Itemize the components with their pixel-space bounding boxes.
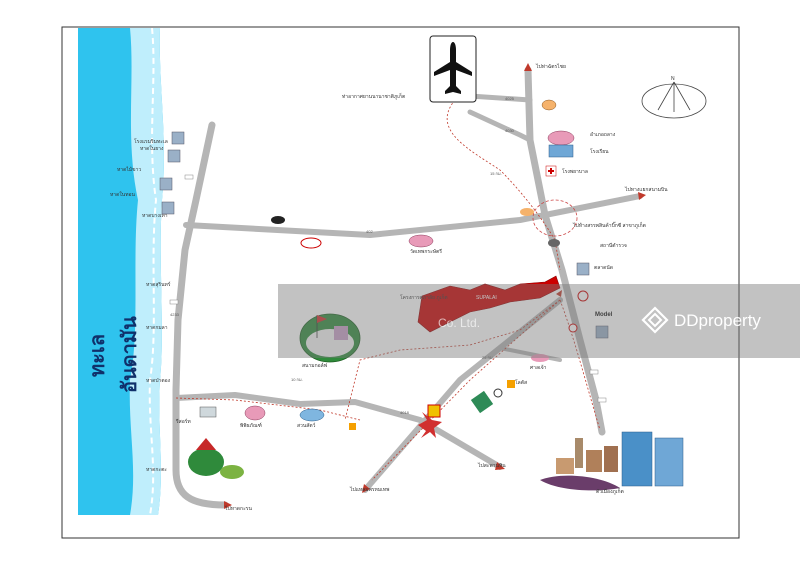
label-beach-5: หาดสุรินทร์ (146, 282, 171, 288)
label-resort-left: รีสอร์ท (176, 419, 191, 425)
coast-buildings (159, 131, 609, 339)
label-right-arrow: ไปทางแยกสนามบิน (625, 187, 668, 193)
road-number: 4018 (400, 410, 409, 415)
label-zoo: สวนสัตว์ (297, 423, 316, 429)
label-top-right: ไปท่าฉัตรไชย (536, 64, 566, 70)
project-map-label: SUPALAI (476, 295, 497, 301)
label-bottom-left-route: ไปหาดกะรน (225, 506, 252, 512)
watermark-faint-text: Co. Ltd. (438, 316, 481, 330)
label-beach-3: หาดในทอน (110, 192, 135, 198)
logo-icon (493, 388, 503, 398)
label-beach-6: หาดกมลา (146, 325, 168, 331)
road-number: 4030 (505, 128, 514, 133)
label-hotel-1: โรงแรมริมทะเล (134, 139, 168, 145)
arrow-south-west (224, 501, 232, 509)
building-icon (161, 201, 175, 215)
compass-icon (641, 81, 707, 119)
roads (172, 66, 643, 509)
label-police: สถานีตำรวจ (600, 243, 627, 249)
sign-icon (507, 380, 515, 388)
shrine-icon (531, 354, 549, 362)
building-icon (595, 325, 609, 339)
label-project: โครงการศุภาลัย ภูเก็ต (400, 295, 448, 301)
logo-icon (568, 323, 578, 333)
sign-icon (349, 423, 356, 430)
label-hospital: โรงพยาบาล (562, 169, 588, 175)
station-icon (520, 208, 534, 216)
label-beach-8: หาดกะตะ (146, 467, 167, 473)
museum-icon (244, 405, 266, 421)
building-icon (576, 262, 590, 276)
place-icons (188, 99, 589, 479)
logo-icon (577, 290, 589, 302)
surf-line (148, 27, 158, 516)
label-district: อำเภอถลาง (590, 132, 616, 138)
shoreline (129, 28, 164, 515)
road-number: 402 (366, 229, 373, 234)
arrow-east (638, 192, 646, 200)
watermark-brand: DDproperty (674, 311, 761, 330)
arrow-south-east (495, 462, 505, 470)
label-lotus: โลตัส (515, 380, 528, 386)
resort-garden-icon (188, 438, 244, 479)
label-shrine: ศาลเจ้า (530, 365, 547, 371)
dashed-routes (175, 99, 601, 481)
label-temple: วัดเทพกระษัตรี (410, 249, 442, 255)
label-museum: พิพิธภัณฑ์ (240, 423, 262, 429)
store-icon (427, 404, 441, 418)
zoo-icon (299, 408, 325, 422)
airport-icon (429, 35, 477, 103)
label-phuket-town: ตัวเมืองภูเก็ต (596, 489, 624, 495)
road-diagonal (362, 297, 563, 493)
ddproperty-logo-icon (641, 306, 669, 334)
resort-icon (199, 406, 217, 418)
road-shields (169, 174, 607, 403)
flower-icon (418, 412, 442, 438)
label-beach-1: หาดในยาง (140, 146, 164, 152)
label-model: Model (595, 312, 613, 318)
road-number: 4233 (170, 312, 179, 317)
label-beach-2: หาดไม้ขาว (117, 167, 142, 173)
market-icon (300, 237, 322, 249)
label-golf: สนามกอล์ฟ (302, 363, 328, 369)
compass-label: N (671, 76, 675, 82)
government-icon (548, 144, 574, 158)
temple-icon (408, 234, 434, 248)
route-arrows (224, 63, 646, 509)
building-icon (167, 149, 181, 163)
label-market: ตลาดนัด (594, 265, 614, 271)
label-airport: ท่าอากาศยานนานาชาติภูเก็ต (342, 94, 406, 100)
road-number: 4025 (505, 96, 514, 101)
police-icon (541, 99, 557, 111)
logo-icon (271, 216, 285, 224)
label-beach-7: หาดป่าตอง (146, 378, 171, 384)
shop-icon (470, 390, 494, 414)
road-east-branch (498, 346, 562, 362)
school-icon (547, 130, 575, 146)
distance-label: 25 กม. (482, 355, 494, 360)
watermark-band (278, 284, 800, 358)
distance-label: 10 กม. (291, 377, 303, 382)
city-skyline-icon (540, 431, 684, 491)
road-west-coast (172, 121, 229, 509)
label-beach-4: หาดบางเทา (142, 213, 168, 219)
sea-label: ทะเลอันดามัน (87, 316, 141, 394)
arrow-south (362, 484, 370, 493)
label-school: โรงเรียน (590, 149, 609, 155)
label-bottom-center: ไปแหลมพรหมเทพ (350, 487, 390, 493)
building-icon (159, 177, 173, 191)
label-big-c: ไปห้างสรรพสินค้าบิ๊กซี สาขาภูเก็ต (573, 223, 646, 229)
project-site (417, 275, 561, 333)
distance-label: 15 กม. (490, 171, 502, 176)
arrow-north (524, 63, 532, 71)
golf-icon (299, 313, 361, 363)
building-icon (171, 131, 185, 145)
label-bottom-right-route: ไปสะพานหิน (478, 463, 506, 469)
car-icon (548, 239, 560, 247)
arrow-project (556, 290, 562, 297)
road-cross-north (183, 193, 643, 238)
